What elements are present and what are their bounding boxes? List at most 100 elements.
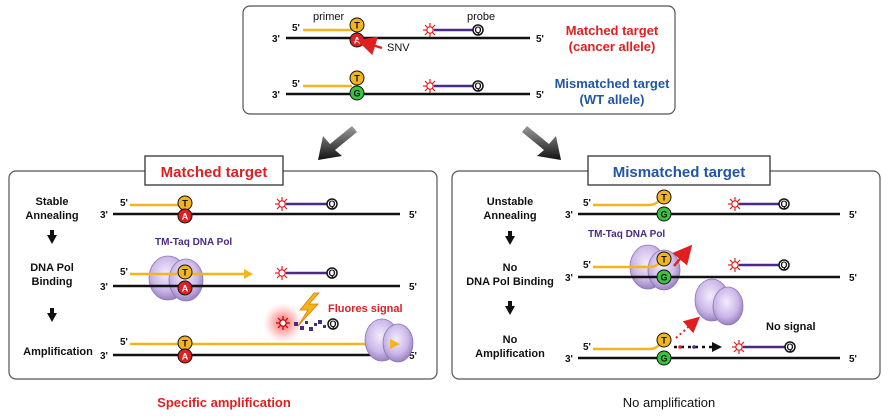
svg-text:A: A: [182, 212, 189, 222]
down-left-arrow-icon: [318, 126, 357, 160]
svg-text:Q: Q: [329, 319, 336, 329]
three-prime-end: 3': [565, 210, 573, 221]
svg-text:A: A: [182, 352, 189, 362]
primer-3prime-base: T: [177, 335, 193, 351]
matched-result: Specific amplification: [157, 395, 291, 410]
svg-text:T: T: [661, 255, 667, 265]
probe: Q: [728, 197, 790, 211]
quencher-icon: Q: [778, 198, 790, 210]
five-prime-end: 5': [583, 342, 591, 353]
primer-3prime-base: T: [177, 264, 193, 280]
matched-template-base: A: [177, 348, 193, 364]
mismatched-template-base: G: [349, 85, 365, 101]
fluorophore-icon: [732, 340, 746, 354]
mismatched-target-title: Mismatched target: [555, 76, 671, 91]
primer-3prime-base: T: [177, 195, 193, 211]
five-prime-end: 5': [849, 210, 857, 221]
step-label: DNA Pol: [30, 262, 74, 274]
matched-panel-title-box: [144, 155, 284, 186]
matched-template-base: A: [177, 280, 193, 296]
five-prime-end: 5': [292, 79, 300, 90]
three-prime-end: 3': [100, 282, 108, 293]
primer-label: primer: [313, 11, 345, 23]
svg-text:Q: Q: [328, 199, 335, 209]
svg-text:Q: Q: [474, 81, 481, 91]
step-label: Amplification: [23, 346, 93, 358]
step-label: No: [503, 262, 518, 274]
quencher-icon: Q: [472, 24, 484, 36]
three-prime-end: 3': [272, 90, 280, 101]
step-label: Amplification: [475, 348, 545, 360]
mismatched-panel: Mismatched target Unstable Annealing No …: [451, 155, 881, 380]
svg-text:T: T: [182, 199, 188, 209]
svg-text:T: T: [182, 268, 188, 278]
down-arrow-icon: [47, 308, 57, 322]
mismatched-template-base: G: [656, 206, 672, 222]
svg-text:T: T: [182, 339, 188, 349]
svg-text:T: T: [354, 74, 360, 84]
down-arrow-icon: [505, 231, 515, 245]
five-prime-end: 5': [849, 273, 857, 284]
snv-label: SNV: [387, 42, 410, 54]
primer-3prime-base: T: [656, 251, 672, 267]
top-panel: primer probe 5' T 3' 5' A SNV Q: [242, 5, 676, 115]
svg-text:G: G: [660, 210, 667, 220]
step-label: Stable: [35, 196, 68, 208]
five-prime-end: 5': [120, 337, 128, 348]
five-prime-end: 5': [583, 260, 591, 271]
primer-3prime-base: T: [349, 17, 365, 33]
five-prime-end: 5': [292, 23, 300, 34]
probe: Q: [728, 258, 790, 272]
cleaved-probe-fragments: [294, 320, 326, 331]
quencher-icon: Q: [778, 259, 790, 271]
arrowhead-icon: [390, 339, 400, 349]
step-label: DNA Pol Binding: [466, 276, 554, 288]
detached-polymerase-icon: [694, 278, 744, 326]
polymerase-label: TM-Taq DNA Pol: [155, 237, 232, 248]
probe-label: probe: [467, 11, 495, 23]
blocked-extension-arrow-icon: [674, 342, 722, 352]
svg-text:T: T: [354, 21, 360, 31]
down-arrow-icon: [505, 301, 515, 315]
mismatched-template-base: G: [656, 269, 672, 285]
lightning-icon: [297, 292, 320, 327]
matched-panel: Matched target Stable Annealing DNA Pol …: [8, 155, 438, 380]
five-prime-end: 5': [536, 34, 544, 45]
step-label: Unstable: [487, 196, 533, 208]
five-prime-end: 5': [120, 267, 128, 278]
snv-arrow-icon: [356, 36, 383, 56]
three-prime-end: 3': [565, 273, 573, 284]
svg-text:G: G: [660, 273, 667, 283]
primer-3prime-base: T: [656, 189, 672, 205]
probe: Q: [275, 266, 338, 280]
probe: Q: [423, 79, 484, 93]
quencher-icon: Q: [472, 80, 484, 92]
step-label: Binding: [32, 276, 73, 288]
svg-text:Q: Q: [328, 268, 335, 278]
matched-template-base: A: [349, 32, 365, 48]
svg-text:T: T: [661, 336, 667, 346]
svg-text:A: A: [354, 36, 361, 46]
svg-text:Q: Q: [780, 260, 787, 270]
three-prime-end: 3': [100, 210, 108, 221]
matched-target-title: Matched target: [566, 23, 659, 38]
five-prime-end: 5': [849, 354, 857, 365]
three-prime-end: 3': [272, 34, 280, 45]
mismatched-panel-title-box: [587, 155, 771, 186]
quencher-icon: Q: [326, 267, 338, 279]
mismatched-template-base: G: [656, 350, 672, 366]
polymerase-icon: [148, 255, 204, 302]
three-prime-end: 3': [100, 351, 108, 362]
fluorophore-icon: [728, 197, 742, 211]
probe: Q: [732, 340, 796, 354]
five-prime-end: 5': [536, 90, 544, 101]
quencher-icon: Q: [326, 198, 338, 210]
primer-3prime-base: T: [656, 332, 672, 348]
mismatched-result: No amplification: [623, 395, 716, 410]
five-prime-end: 5': [409, 282, 417, 293]
five-prime-end: 5': [120, 198, 128, 209]
primer-3prime-base: T: [349, 70, 365, 86]
svg-text:Q: Q: [786, 342, 793, 352]
fluorophore-icon: [276, 316, 290, 330]
